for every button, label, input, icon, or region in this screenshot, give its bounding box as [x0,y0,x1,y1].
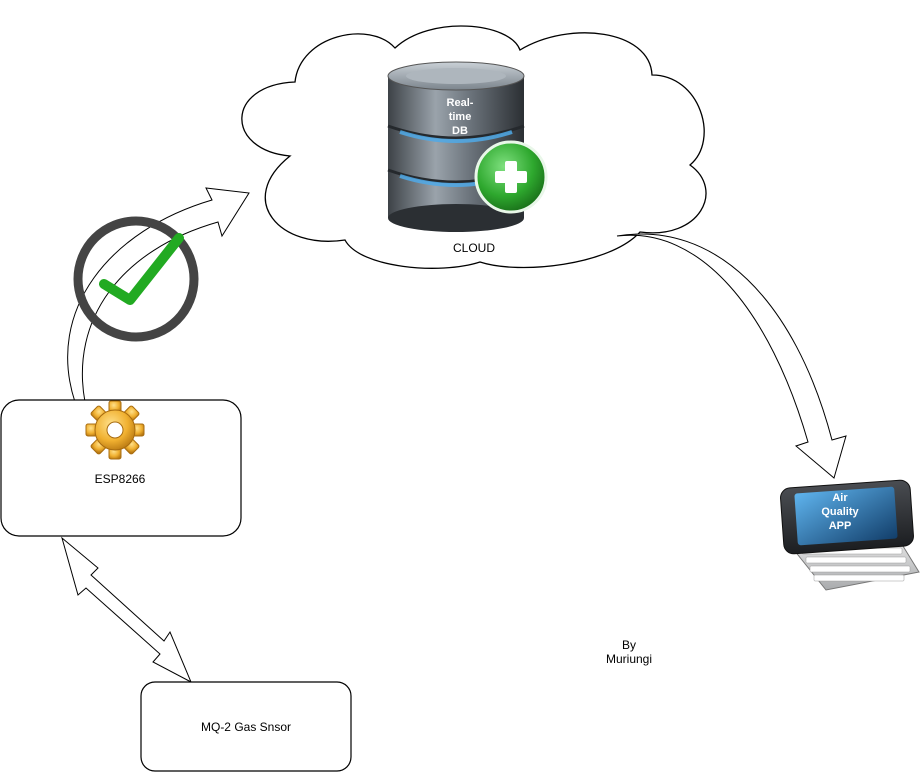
gas-sensor-node [140,681,352,772]
arrow-esp-to-cloud [67,187,250,403]
cloud-label: CLOUD [453,241,495,255]
gear-icon [85,400,145,460]
gas-sensor-label: MQ-2 Gas Snsor [201,720,291,734]
arrow-cloud-to-phone [616,233,847,479]
app-label-line-3: APP [829,520,852,532]
database-label-line-1: Real- [447,97,474,109]
esp8266-label: ESP8266 [95,472,146,486]
arrow-esp-sensor-bidirectional [61,536,193,684]
smartphone-icon [780,479,920,591]
app-label-line-1: Air [832,492,848,504]
plus-icon [474,140,548,214]
check-circle-icon [73,216,199,342]
database-label-line-2: time [449,111,472,123]
app-label-line-2: Quality [821,506,859,518]
credit-line-2: Muriungi [606,652,652,666]
database-label-line-3: DB [452,125,468,137]
credit-line-1: By [622,638,636,652]
esp8266-node [0,399,242,537]
